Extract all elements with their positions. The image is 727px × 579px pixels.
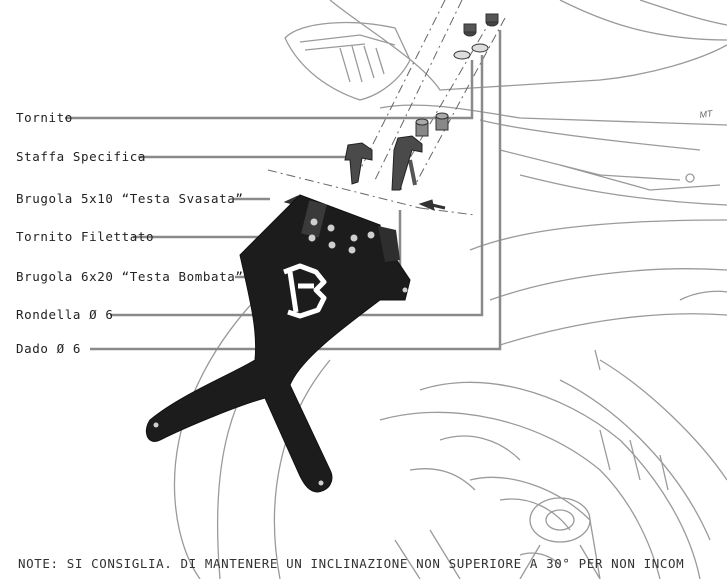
label-brugola-6x20: Brugola 6x20 “Testa Bombata” [16,269,244,284]
label-dado: Dado Ø 6 [16,341,82,356]
label-tornito: Tornito [16,110,73,125]
label-staffa-specifica: Staffa Specifica [16,149,147,164]
fender-brand-text: MT [699,108,715,120]
assembly-axes [267,0,506,216]
label-brugola-5x10: Brugola 5x10 “Testa Svasata” [16,191,244,206]
installation-note: NOTE: SI CONSIGLIA. DI MANTENERE UN INCL… [18,556,685,571]
motorcycle-sketch [173,0,727,579]
brand-logo [283,263,327,319]
label-rondella: Rondella Ø 6 [16,307,114,322]
license-plate-holder [145,194,411,493]
label-tornito-filettato: Tornito Filettato [16,229,155,244]
specific-brackets [344,135,423,191]
